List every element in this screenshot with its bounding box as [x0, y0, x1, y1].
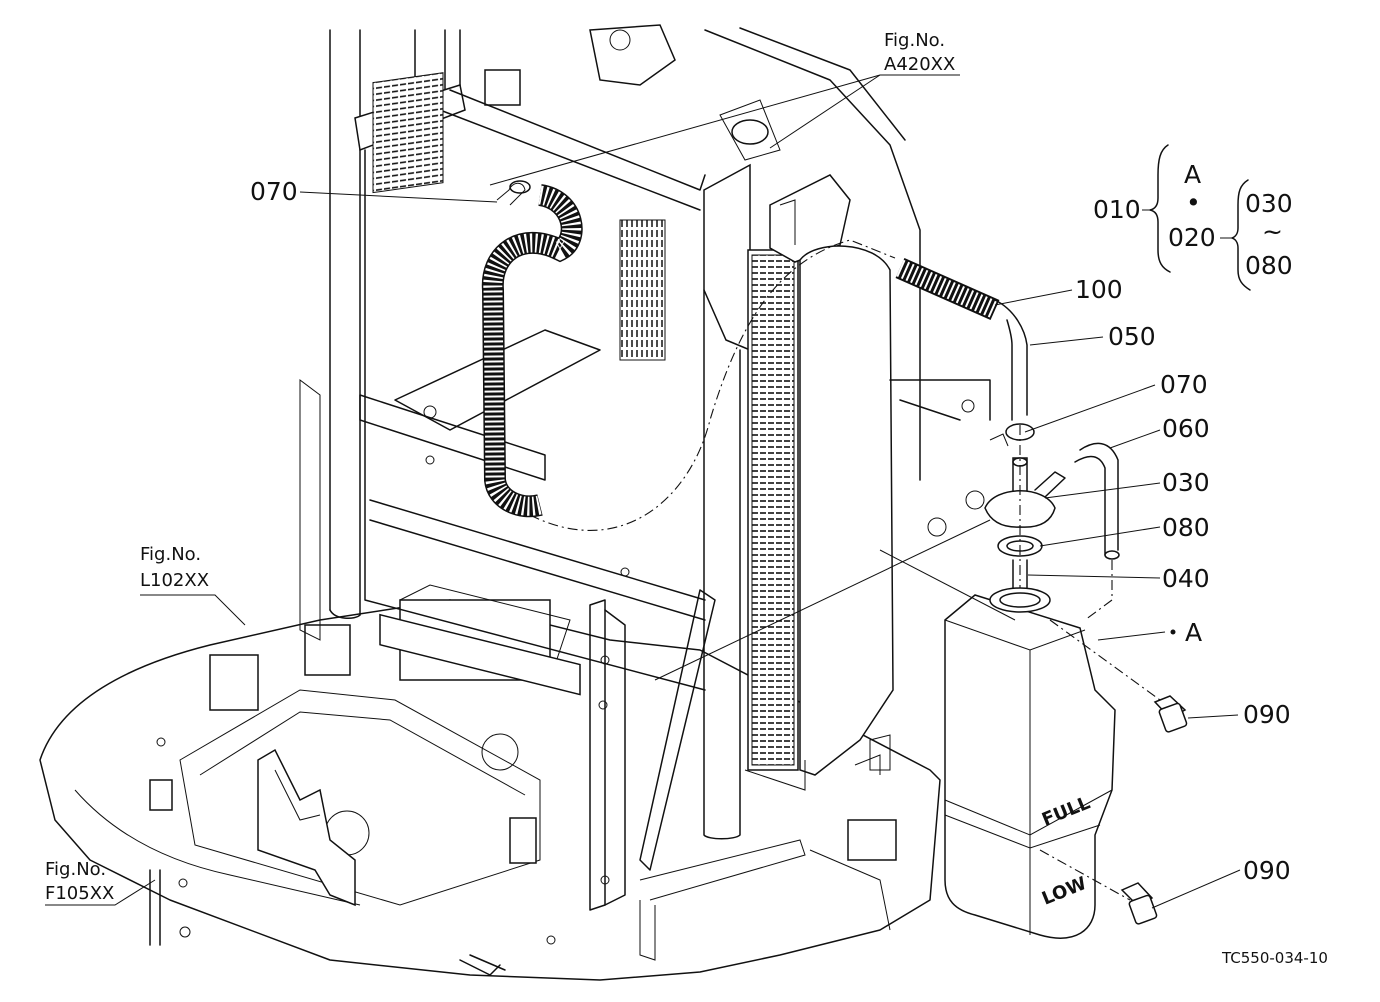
figure-ref-bottom: Fig.No. F105XX: [45, 859, 114, 904]
callout-a: A: [1185, 618, 1202, 647]
figure-ref-top: Fig.No. A420XX: [884, 30, 955, 75]
figure-ref-left-label: Fig.No.: [140, 544, 201, 565]
group-range-sep: ~: [1262, 217, 1283, 246]
leader-lines: [45, 74, 1241, 909]
figure-ref-bottom-label: Fig.No.: [45, 859, 106, 880]
figure-ref-top-code: A420XX: [884, 54, 955, 75]
callout-090-lower: 090: [1243, 856, 1291, 885]
group-set-a: A: [1184, 160, 1201, 189]
figure-ref-left: Fig.No. L102XX: [140, 544, 209, 591]
figure-ref-top-label: Fig.No.: [884, 30, 945, 51]
frame-base-plate: [39, 584, 941, 981]
radiator-assembly: [364, 24, 991, 791]
callout-labels: 070 100 050 070 060 030 080 040 A 090 09…: [250, 177, 1291, 885]
bolt-090-lower: [1120, 882, 1158, 925]
callout-070-left: 070: [250, 177, 298, 206]
group-range-end: 080: [1245, 251, 1293, 280]
callout-060: 060: [1162, 414, 1210, 443]
reserve-tank: FULL LOW: [944, 587, 1161, 939]
group-range-start: 030: [1245, 189, 1293, 218]
figure-ref-bottom-code: F105XX: [45, 883, 114, 904]
assembly-group-bracket: 010 A • 020 030 ~ 080: [1093, 144, 1293, 291]
tank-cap-assembly: [984, 425, 1120, 640]
figure-ref-left-code: L102XX: [140, 570, 209, 591]
callout-030: 030: [1162, 468, 1210, 497]
group-dot: •: [1186, 188, 1201, 217]
bolt-090-upper: [1153, 695, 1188, 733]
group-sub-020: 020: [1168, 223, 1216, 252]
callout-100: 100: [1075, 275, 1123, 304]
callout-070-right: 070: [1160, 370, 1208, 399]
drawing-number: TC550-034-10: [1221, 949, 1328, 967]
reserve-tank-hose: [529, 239, 1035, 531]
callout-080: 080: [1162, 513, 1210, 542]
callout-090-upper: 090: [1243, 700, 1291, 729]
callout-040: 040: [1162, 564, 1210, 593]
callout-050: 050: [1108, 322, 1156, 351]
group-parent-010: 010: [1093, 195, 1141, 224]
overflow-hose-left: [481, 180, 583, 518]
